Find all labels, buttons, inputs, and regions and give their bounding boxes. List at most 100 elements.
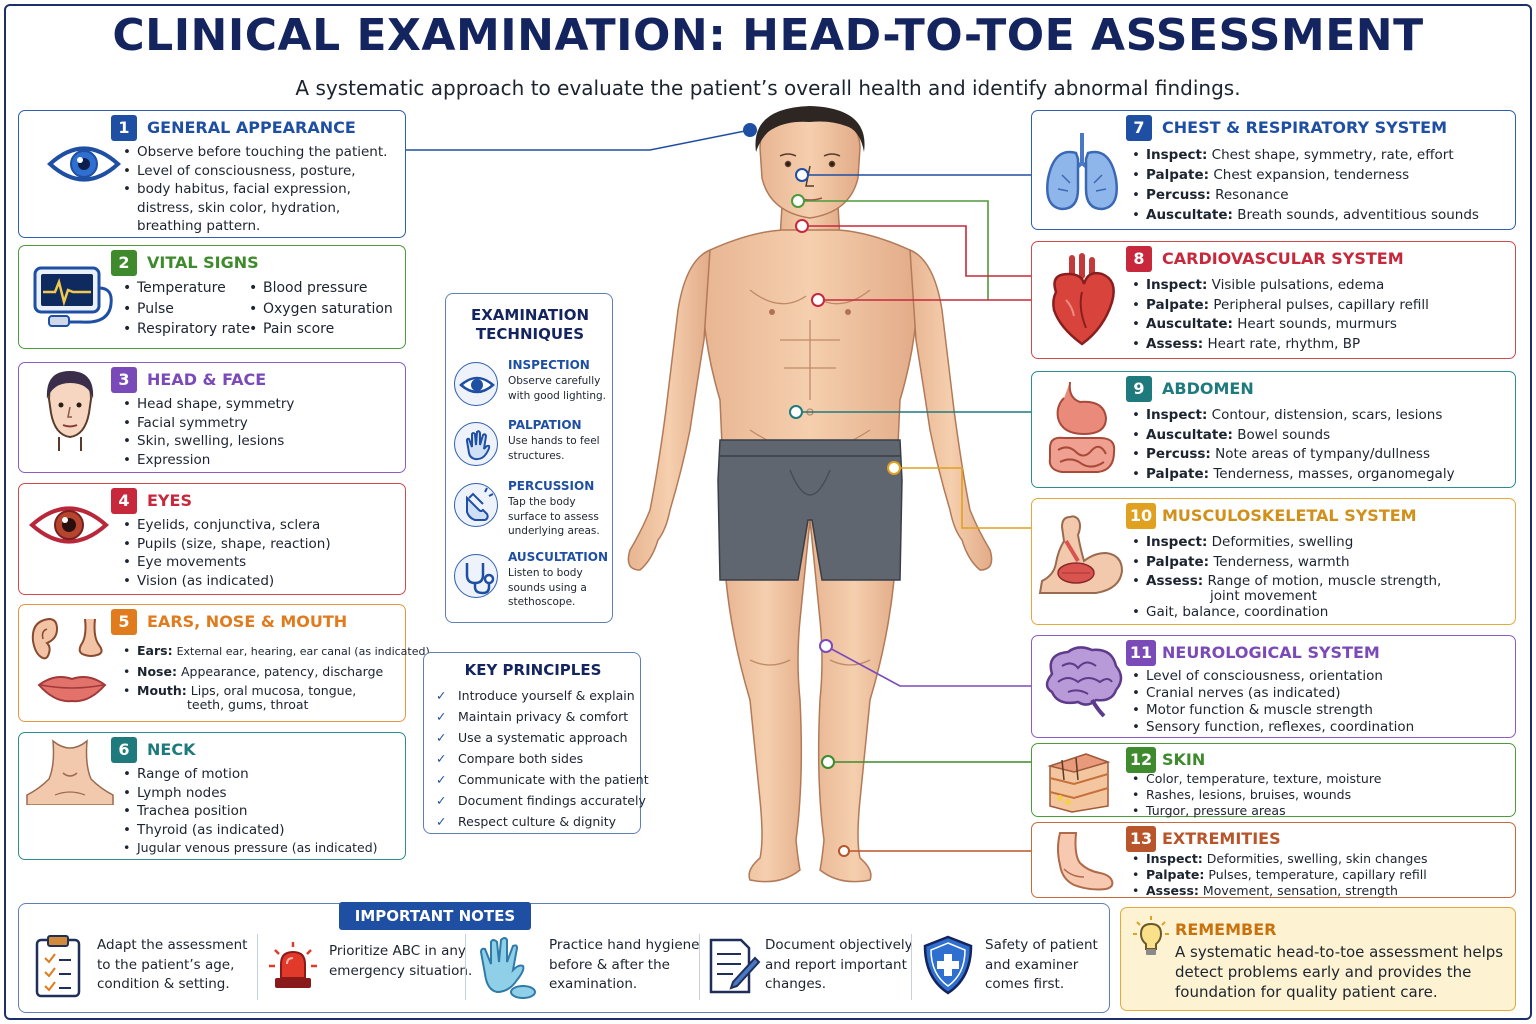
remember-text: A systematic head-to-toe assessment help… [1175, 943, 1504, 1001]
lightbulb-icon [1131, 914, 1171, 962]
item-value: Deformities, swelling, skin changes [1206, 851, 1428, 866]
item-key: Inspect: [1146, 147, 1208, 163]
note-line: Prioritize ABC in any [329, 943, 466, 959]
section-title: EXTREMITIES [1162, 829, 1281, 848]
item-value: Breath sounds, adventitious sounds [1237, 207, 1479, 223]
list-item: Gait, balance, coordination [1132, 603, 1328, 622]
item-value: Lips, oral mucosa, tongue, [190, 683, 357, 698]
item-value: Heart sounds, murmurs [1237, 316, 1397, 332]
marker-heart [811, 293, 825, 307]
list-item: Palpate: Peripheral pulses, capillary re… [1132, 296, 1429, 316]
panel-title: KEY PRINCIPLES [464, 661, 602, 679]
card-head-face: 3 HEAD & FACE Head shape, symmetry Facia… [18, 362, 406, 473]
item-key: Percuss: [1146, 446, 1211, 462]
list-item: Pulse [123, 299, 250, 320]
page-subtitle: A systematic approach to evaluate the pa… [295, 76, 1241, 100]
panel-title: REMEMBER [1175, 920, 1277, 939]
section-number: 13 [1126, 826, 1156, 852]
list-continuation: body habitus, facial expression, distres… [137, 180, 351, 236]
shield-cross-icon [921, 934, 975, 1000]
section-title: SKIN [1162, 750, 1206, 769]
principle-item: Introduce yourself & explain [436, 685, 649, 706]
list-item: Palpate: Chest expansion, tenderness [1132, 165, 1479, 185]
face-icon [39, 369, 101, 457]
list-item: Thyroid (as indicated) [123, 821, 378, 840]
section-number: 2 [111, 250, 137, 276]
section-number: 8 [1126, 246, 1152, 272]
note-item: Document objectively and report importan… [707, 934, 917, 1004]
hand-icon [454, 422, 498, 466]
panel-title: IMPORTANT NOTES [339, 902, 531, 930]
technique-auscultation: AUSCULTATION Listen to body sounds using… [452, 550, 612, 612]
clipboard-icon [33, 934, 83, 1002]
technique-percussion: PERCUSSION Tap the body surface to asses… [452, 479, 612, 541]
item-value: Appearance, patency, discharge [180, 663, 384, 679]
important-notes-panel: IMPORTANT NOTES Adapt the assessment to … [18, 902, 1110, 1013]
item-key: Inspect: [1146, 277, 1208, 293]
list-item: Blood pressure [249, 278, 393, 299]
list-item: Vision (as indicated) [123, 572, 331, 591]
item-key: Auscultate: [1146, 207, 1233, 223]
principle-item: Document findings accurately [436, 790, 649, 811]
note-line: Safety of patient [985, 937, 1098, 953]
item-value: Movement, sensation, strength [1202, 883, 1398, 898]
item-value: Contour, distension, scars, lesions [1211, 407, 1443, 423]
eye-icon [47, 141, 121, 191]
item-key: Ears: [137, 643, 173, 658]
item-key: Inspect: [1146, 407, 1208, 423]
item-key: Percuss: [1146, 187, 1211, 203]
principle-item: Respect culture & dignity [436, 811, 649, 832]
section-number: 1 [111, 115, 137, 141]
alarm-siren-icon [267, 938, 319, 998]
note-item: Prioritize ABC in any emergency situatio… [267, 934, 472, 1004]
item-key: Palpate: [1146, 553, 1210, 570]
list-item: Temperature [123, 278, 250, 299]
item-value: Resonance [1215, 187, 1289, 203]
principle-item: Compare both sides [436, 748, 649, 769]
list-item: Inspect: Deformities, swelling, skin cha… [1132, 851, 1428, 867]
card-vital-signs: 2 VITAL SIGNS Temperature Pulse Respirat… [18, 245, 406, 349]
note-line: changes. [765, 976, 827, 992]
leader-line-11 [825, 645, 1031, 687]
section-title: CARDIOVASCULAR SYSTEM [1162, 249, 1404, 268]
panel-title-line: TECHNIQUES [475, 325, 585, 343]
list-item: Observe before touching the patient. [123, 143, 387, 162]
list-item: distress, skin color, hydration, [137, 199, 341, 216]
divider [699, 934, 700, 1000]
page-title: CLINICAL EXAMINATION: HEAD-TO-TOE ASSESS… [112, 10, 1424, 61]
section-title: NECK [147, 740, 196, 759]
panel-title: EXAMINATION TECHNIQUES [446, 306, 614, 344]
shorts [717, 439, 903, 581]
item-key: Palpate: [1146, 465, 1210, 482]
list-item: Color, temperature, texture, moisture [1132, 771, 1381, 787]
list-item: Facial symmetry [123, 414, 294, 433]
section-number: 6 [111, 737, 137, 763]
marker-shin [821, 755, 835, 769]
brain-icon [1038, 644, 1126, 722]
note-line: condition & setting. [97, 976, 230, 992]
technique-palpation: PALPATION Use hands to feel structures. [452, 418, 612, 480]
item-key: Palpate: [1146, 296, 1210, 313]
item-value: Chest shape, symmetry, rate, effort [1211, 147, 1454, 163]
card-general-appearance: 1 GENERAL APPEARANCE Observe before touc… [18, 110, 406, 238]
item-key: Assess: [1146, 883, 1199, 898]
divider [257, 934, 258, 1000]
hair [755, 106, 865, 152]
foot-icon [1044, 829, 1116, 899]
list-item: Oxygen saturation [249, 299, 393, 320]
item-key: Palpate: [1146, 167, 1210, 183]
list-item: Palpate: Pulses, temperature, capillary … [1132, 867, 1428, 883]
list-item: body habitus, facial expression, [137, 181, 351, 197]
card-musculoskeletal: 10 MUSCULOSKELETAL SYSTEM Inspect: Defor… [1031, 498, 1516, 625]
principle-item: Communicate with the patient [436, 769, 649, 790]
item-value: Heart rate, rhythm, BP [1207, 335, 1361, 352]
list-item: Skin, swelling, lesions [123, 432, 294, 451]
list-item: Level of consciousness, posture, [123, 162, 387, 181]
note-line: to the patient’s age, [97, 956, 235, 973]
human-body-figure [627, 106, 993, 883]
lungs-icon [1042, 129, 1122, 219]
eye-icon [454, 362, 498, 406]
list-item: Trachea position [123, 802, 378, 821]
list-item: Head shape, symmetry [123, 395, 294, 414]
marker-face [795, 168, 809, 182]
